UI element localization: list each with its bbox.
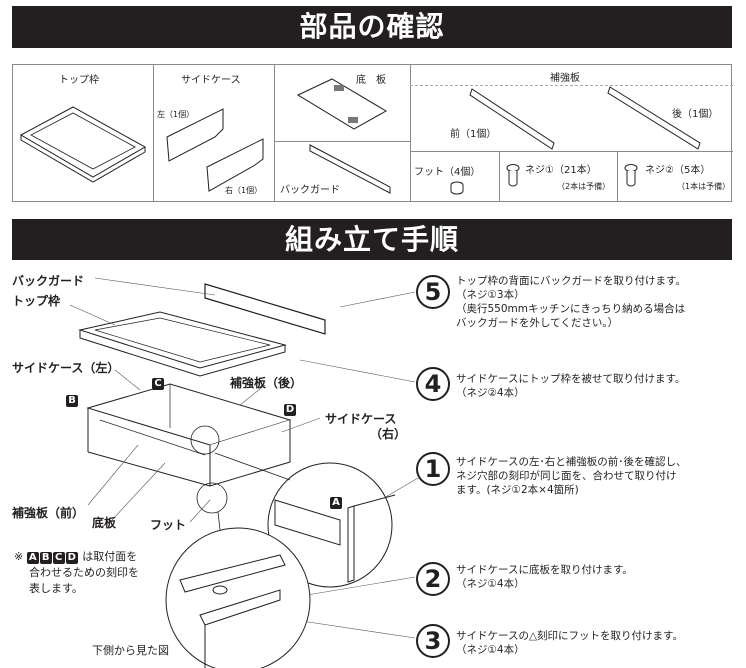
screw-2-spare: （1本は予備）: [677, 182, 731, 191]
step-3-number: 3: [416, 624, 450, 658]
side-case-illustration: [166, 108, 264, 192]
back-guard-label: バックガード: [280, 185, 340, 196]
parts-list: トップ枠 サイドケース 左（1個） 右（1個） 底 板 バックガード: [12, 64, 733, 202]
top-frame-label: トップ枠: [59, 75, 99, 86]
step-2-text: サイドケースに底板を取り付けます。 （ネジ①4本）: [456, 564, 633, 590]
reinforcement-rear-label: 後（1個）: [672, 109, 719, 120]
part-screw-2: ネジ②（5本） （1本は予備）: [617, 151, 733, 201]
part-screw-1: ネジ①（21本） （2本は予備）: [499, 151, 617, 201]
step-1-number: 1: [416, 452, 450, 486]
screw-2-label: ネジ②（5本）: [645, 165, 711, 176]
callout-reinforcement-front: 補強板（前）: [12, 506, 85, 520]
screw-1-label: ネジ①（21本）: [525, 165, 597, 176]
side-case-right-label: 右（1個）: [225, 186, 263, 195]
reinforcement-illustration: [469, 86, 701, 150]
callout-side-case-left: サイドケース（左）: [12, 361, 120, 375]
bottom-board-illustration: [296, 78, 387, 130]
part-reinforcement: 補強板 前（1個） 後（1個）: [410, 65, 733, 151]
step-2-number: 2: [416, 562, 450, 596]
step-1-text: サイドケースの左･右と補強板の前･後を確認し、 ネジ穴部の刻印が同じ面を、合わせ…: [456, 456, 687, 496]
callout-back-guard: バックガード: [12, 274, 85, 288]
screw-1-icon: [506, 164, 520, 187]
parts-check-heading: 部品の確認: [12, 6, 732, 48]
callout-bottom-view: 下側から見た図: [92, 644, 169, 657]
reinforcement-front-label: 前（1個）: [450, 129, 497, 140]
screw-1-spare: （2本は予備）: [557, 182, 611, 191]
step-4-text: サイドケースにトップ枠を被せて取り付けます。 （ネジ②4本）: [456, 373, 686, 399]
mark-a: A: [330, 497, 342, 509]
callout-bottom-board: 底板: [92, 516, 117, 530]
part-bottom-board: 底 板: [274, 65, 410, 141]
bottom-board-label: 底 板: [356, 75, 386, 86]
callout-side-case-right: サイドケース: [325, 412, 397, 426]
foot-label: フット（4個）: [414, 167, 481, 178]
part-top-frame: トップ枠: [13, 65, 153, 201]
step-5-number: 5: [416, 275, 450, 309]
part-foot: フット（4個）: [410, 151, 499, 201]
back-guard-illustration: [309, 144, 391, 194]
step-5-text: トップ枠の背面にバックガードを取り付けます。 （ネジ①3本） （奥行550mmキ…: [456, 275, 686, 329]
step-3-text: サイドケースの△刻印にフットを取り付けます。 （ネジ①4本）: [456, 630, 683, 656]
part-side-case: サイドケース 左（1個） 右（1個）: [153, 65, 274, 201]
mark-b: B: [66, 395, 78, 407]
assembly-steps-heading: 組み立て手順: [12, 219, 732, 260]
reinforcement-label: 補強板: [550, 73, 580, 84]
step-4-number: 4: [416, 367, 450, 401]
part-back-guard: バックガード: [274, 141, 410, 201]
mark-d: D: [284, 404, 296, 416]
side-case-left-label: 左（1個）: [157, 110, 195, 119]
screw-2-icon: [624, 164, 638, 187]
foot-icon: [450, 181, 464, 195]
callout-foot: フット: [150, 518, 187, 532]
mark-c: C: [152, 378, 164, 390]
top-frame-illustration: [19, 106, 147, 183]
callout-reinforcement-rear: 補強板（後）: [230, 376, 303, 390]
side-case-label: サイドケース: [181, 75, 241, 86]
callout-side-case-right-2: （右）: [370, 427, 407, 441]
callout-top-frame: トップ枠: [12, 294, 61, 308]
